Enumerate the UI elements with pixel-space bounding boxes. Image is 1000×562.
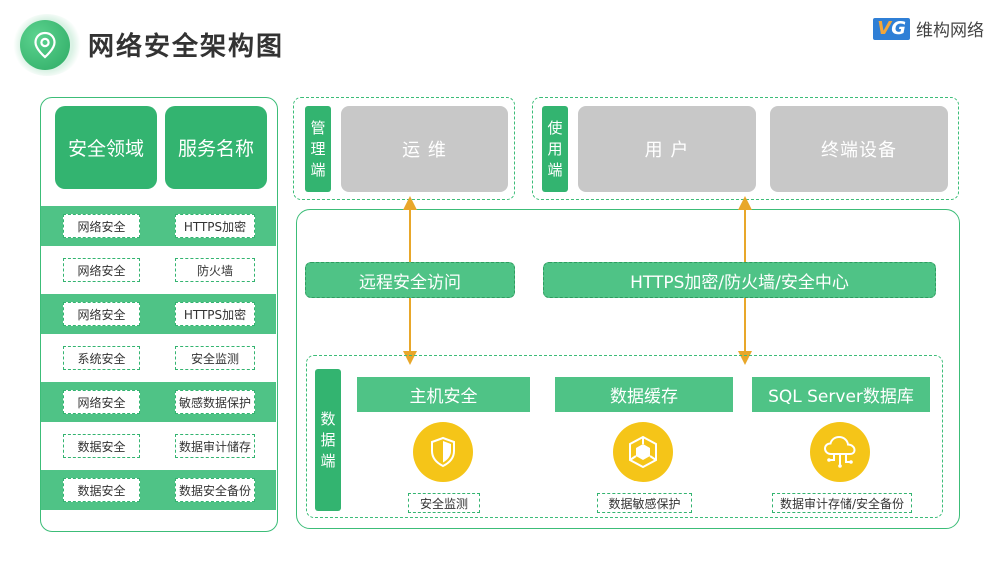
service-chip: 敏感数据保护 <box>175 390 255 414</box>
shield-icon <box>413 422 473 482</box>
table-row: 网络安全 HTTPS加密 <box>41 206 276 246</box>
service-chip: HTTPS加密 <box>175 302 255 326</box>
user-side-label: 使用端 <box>542 106 568 192</box>
terminal-device-box: 终端设备 <box>770 106 948 192</box>
cube-icon <box>613 422 673 482</box>
domain-chip: 数据安全 <box>63 434 140 458</box>
host-security-tag: 安全监测 <box>408 493 480 513</box>
remote-access-bar: 远程安全访问 <box>305 262 515 298</box>
domain-chip: 网络安全 <box>63 302 140 326</box>
table-row: 数据安全 数据审计储存 <box>41 426 276 466</box>
user-box: 用 户 <box>578 106 756 192</box>
https-firewall-bar: HTTPS加密/防火墙/安全中心 <box>543 262 936 298</box>
header-card-domain: 安全领域 <box>55 106 157 189</box>
table-row: 网络安全 防火墙 <box>41 250 276 290</box>
domain-chip: 数据安全 <box>63 478 140 502</box>
table-row: 数据安全 数据安全备份 <box>41 470 276 510</box>
table-row: 网络安全 HTTPS加密 <box>41 294 276 334</box>
data-group <box>306 355 943 518</box>
sql-server-tag: 数据审计存储/安全备份 <box>772 493 912 513</box>
domain-chip: 网络安全 <box>63 258 140 282</box>
header-card-service: 服务名称 <box>165 106 267 189</box>
service-chip: 数据安全备份 <box>175 478 255 502</box>
brand-name: 维构网络 <box>916 21 984 41</box>
security-domain-table: 安全领域 服务名称 网络安全 HTTPS加密 网络安全 防火墙 网络安全 HTT… <box>40 97 278 532</box>
brand-mark-g: G <box>891 17 906 39</box>
data-cache-tag: 数据敏感保护 <box>597 493 692 513</box>
domain-chip: 网络安全 <box>63 390 140 414</box>
service-chip: 防火墙 <box>175 258 255 282</box>
service-chip: 数据审计储存 <box>175 434 255 458</box>
brand-mark-v: V <box>877 17 892 39</box>
ops-box: 运 维 <box>341 106 508 192</box>
cloud-icon <box>810 422 870 482</box>
data-cache-box: 数据缓存 <box>555 377 733 412</box>
brand-logo: VG 维构网络 <box>873 16 984 41</box>
sql-server-box: SQL Server数据库 <box>752 377 930 412</box>
data-side-label: 数据端 <box>315 369 341 511</box>
service-chip: 安全监测 <box>175 346 255 370</box>
domain-chip: 网络安全 <box>63 214 140 238</box>
location-pin-icon <box>34 31 56 59</box>
network-container <box>296 209 960 529</box>
table-row: 网络安全 敏感数据保护 <box>41 382 276 422</box>
brand-mark: VG <box>873 17 910 40</box>
page-title: 网络安全架构图 <box>88 32 285 62</box>
service-chip: HTTPS加密 <box>175 214 255 238</box>
table-row: 系统安全 安全监测 <box>41 338 276 378</box>
management-label: 管理端 <box>305 106 331 192</box>
host-security-box: 主机安全 <box>357 377 530 412</box>
domain-chip: 系统安全 <box>63 346 140 370</box>
